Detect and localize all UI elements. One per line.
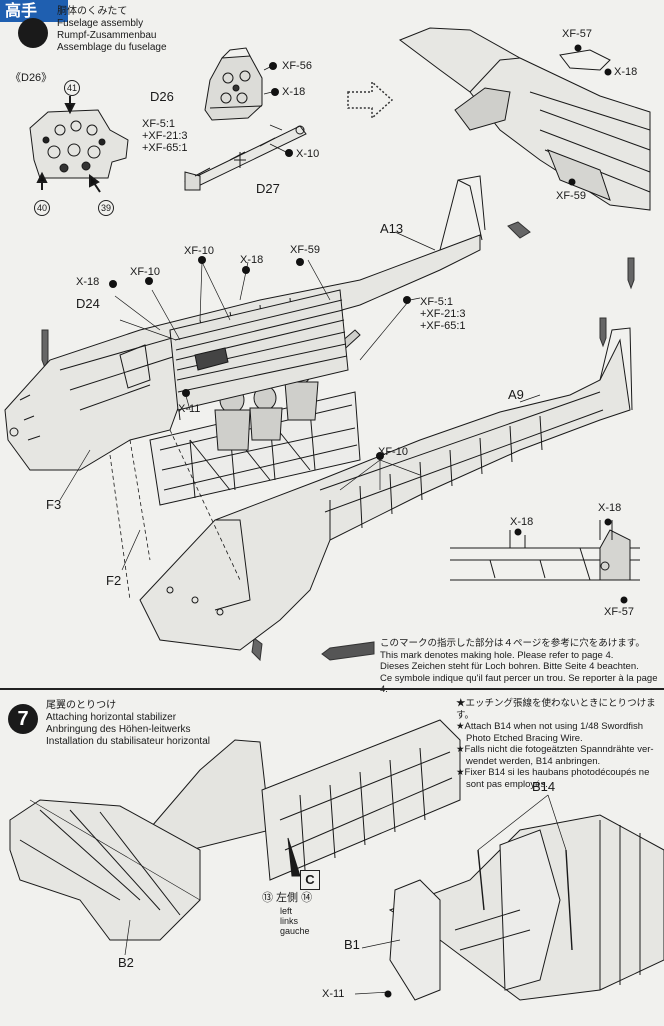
side-words: left links gauche: [280, 906, 310, 936]
paint-x11-step7: X-11: [322, 988, 345, 1000]
part-a13: A13: [380, 221, 404, 236]
paint-xf57-top: XF-57: [562, 28, 592, 40]
paint-dots-inset: [514, 518, 628, 604]
bracing-b14: [477, 849, 573, 951]
step7-title-fr: Installation du stabilisateur horizontal: [46, 736, 210, 747]
title-en: Fuselage assembly: [57, 18, 144, 29]
step7-badge: 7: [8, 704, 38, 734]
part-d24: D24: [76, 296, 100, 311]
paint-mix-cockpit: XF-5:1 +XF-21:3 +XF-65:1: [420, 296, 466, 332]
title-de: Rumpf-Zusammenbau: [57, 30, 157, 41]
callout-arrows-d26: [36, 96, 101, 193]
part-b1: B1: [344, 937, 360, 952]
hole-note-marker: [321, 641, 375, 661]
paint-x11: X-11: [178, 403, 201, 415]
paint-xf56: XF-56: [282, 60, 312, 72]
part-b14: B14: [532, 779, 556, 794]
callout-41: 41: [64, 80, 80, 96]
part-d26: D26: [150, 89, 174, 104]
etch-note-0: ★エッチング張線を使わないときにとりつけます。: [456, 698, 656, 721]
paint-xf57-inset: XF-57: [604, 606, 634, 618]
hole-note-de: Dieses Zeichen steht für Loch bohren. Bi…: [380, 661, 639, 672]
part-a9: A9: [508, 387, 524, 402]
step7-title-jp: 尾翼のとりつけ: [46, 700, 117, 711]
callout-39: 39: [98, 200, 114, 216]
part-f3: F3: [46, 497, 62, 512]
callout-40: 40: [34, 200, 50, 216]
fuselage-right-half: [139, 327, 633, 651]
subassembly-ref-d26: 《D26》: [10, 72, 53, 84]
side-ref: ⑬ 左側 ⑭: [262, 892, 313, 904]
paint-x18-inset1: X-18: [510, 516, 534, 528]
step7-title: 尾翼のとりつけ Attaching horizontal stabilizer …: [46, 700, 210, 748]
etch-note-5: ★Fixer B14 si les haubans photodécoupés …: [456, 767, 650, 778]
part-d27: D27: [256, 181, 280, 196]
title-fr: Assemblage du fuselage: [57, 42, 167, 53]
upper-decking: [169, 289, 349, 411]
site-watermark-text: 高手: [5, 1, 38, 20]
instrument-panel-d26: [204, 47, 263, 121]
paint-mix-d27: XF-5:1 +XF-21:3 +XF-65:1: [142, 118, 188, 154]
paint-xf10-d: XF-10: [378, 446, 408, 458]
side-indicator-arrow: [287, 837, 301, 877]
paint-x18-inset2: X-18: [598, 502, 622, 514]
instrument-panel-d26-detail: [29, 109, 129, 179]
etch-note-6: sont pas employés.: [466, 778, 548, 790]
paint-xf10-b: XF-10: [184, 245, 214, 257]
control-column-d27: [184, 125, 307, 191]
horizontal-stabilizer-b2: [9, 799, 201, 941]
site-watermark: [0, 0, 68, 22]
paint-dots-step7: [384, 990, 392, 998]
paint-x10-d27: X-10: [296, 148, 320, 160]
paint-dots-top: [269, 62, 293, 157]
fuselage-detail-top-right: [398, 27, 651, 211]
hole-note-en: This mark denotes making hole. Please re…: [380, 649, 614, 661]
paint-x18-d26: X-18: [282, 86, 306, 98]
paint-dots-main: [109, 256, 411, 460]
etch-note-3: ★Falls nicht die fotogeätzten Spanndräht…: [456, 744, 654, 755]
paint-x18-top: X-18: [614, 66, 638, 78]
hole-note-fr: Ce symbole indique qu'il faut percer un …: [380, 672, 658, 696]
paint-xf59-b: XF-59: [290, 244, 320, 256]
etch-note: ★エッチング張線を使わないときにとりつけます。 ★Attach B14 when…: [456, 698, 664, 790]
etch-note-2: Photo Etched Bracing Wire.: [466, 732, 583, 744]
assembly-guide-lines: [109, 429, 241, 601]
step6-title: 胴体のくみたて Fuselage assembly Rumpf-Zusammen…: [57, 6, 167, 54]
hole-note: このマークの指示した部分は４ページを参考に穴をあけます。 This mark d…: [380, 638, 664, 696]
paint-x18-c: X-18: [76, 276, 100, 288]
step7-title-en: Attaching horizontal stabilizer: [46, 712, 177, 723]
paint-xf59-top: XF-59: [556, 190, 586, 202]
hole-note-jp: このマークの指示した部分は４ページを参考に穴をあけます。: [380, 638, 645, 649]
inset-detail-right: [450, 520, 640, 581]
paint-dots-top-right: [568, 44, 612, 186]
etch-note-4: wendet werden, B14 anbringen.: [466, 755, 601, 767]
step-divider: [0, 688, 664, 690]
leader-lines-main: [59, 231, 541, 571]
paint-xf10-c: XF-10: [130, 266, 160, 278]
step6-badge: [18, 18, 48, 48]
leader-lines-step7: [124, 794, 567, 995]
leader-lines-top: [263, 65, 287, 153]
title-jp: 胴体のくみたて: [57, 6, 128, 17]
step7-title-de: Anbringung des Höhen-leitwerks: [46, 724, 191, 735]
sprue-c-box: C: [300, 870, 320, 890]
part-f2: F2: [106, 573, 122, 588]
direction-arrow: [347, 80, 394, 120]
tail-assembly-right: [388, 814, 664, 1001]
paint-x18-b: X-18: [240, 254, 264, 266]
part-b2: B2: [118, 955, 134, 970]
etch-note-1: ★Attach B14 when not using 1/48 Swordfis…: [456, 721, 644, 732]
